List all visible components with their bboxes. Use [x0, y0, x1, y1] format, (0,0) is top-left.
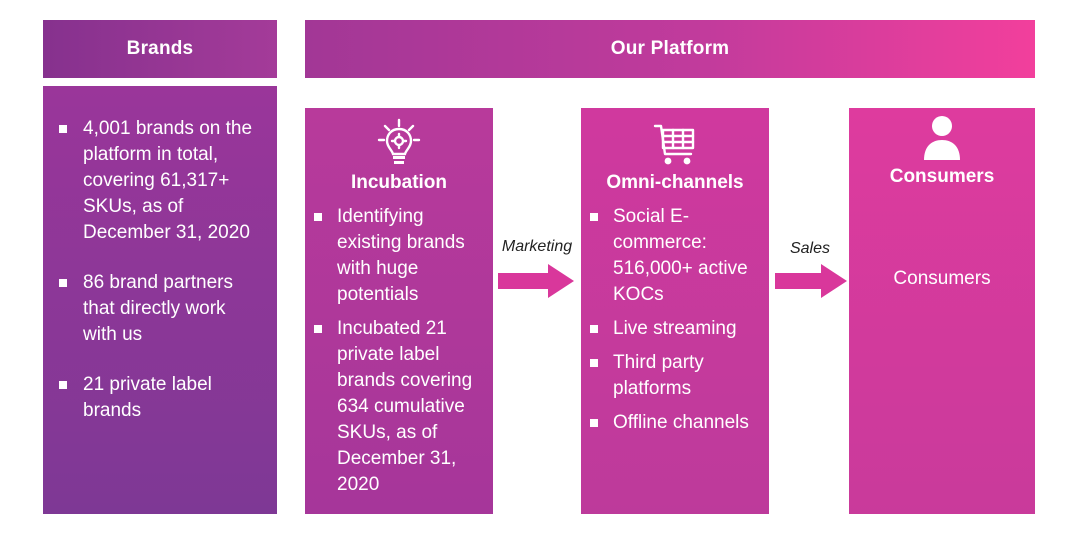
person-icon: [924, 116, 960, 160]
incubation-title: Incubation: [350, 172, 448, 193]
brands-list-item: 4,001 brands on the platform in total, c…: [57, 116, 263, 246]
consumers-panel: Consumers Consumers: [849, 108, 1035, 514]
omni-channels-panel: Omni-channels Social E-commerce: 516,000…: [581, 108, 769, 514]
omni-channels-title: Omni-channels: [606, 172, 744, 193]
consumers-title: Consumers: [889, 166, 995, 187]
incubation-panel: Incubation Identifying existing brands w…: [305, 108, 493, 514]
sales-arrow-label: Sales: [789, 240, 831, 257]
platform-header: Our Platform: [305, 20, 1035, 78]
incubation-list-item: Identifying existing brands with huge po…: [311, 204, 487, 308]
brands-list: 4,001 brands on the platform in total, c…: [57, 116, 263, 424]
platform-header-label: Our Platform: [610, 38, 730, 59]
brands-list-item: 21 private label brands: [57, 372, 263, 424]
omni-channels-list-item: Offline channels: [587, 410, 763, 436]
incubation-list: Identifying existing brands with huge po…: [311, 204, 487, 498]
brands-list-item: 86 brand partners that directly work wit…: [57, 270, 263, 348]
omni-channels-list-item: Social E-commerce: 516,000+ active KOCs: [587, 204, 763, 308]
omni-channels-list-item: Live streaming: [587, 316, 763, 342]
omni-channels-list-item: Third party platforms: [587, 350, 763, 402]
brands-header: Brands: [43, 20, 277, 78]
incubation-list-item: Incubated 21 private label brands coveri…: [311, 316, 487, 498]
brands-panel: 4,001 brands on the platform in total, c…: [43, 86, 277, 514]
shopping-cart-icon: [653, 124, 695, 165]
omni-channels-list: Social E-commerce: 516,000+ active KOCs …: [587, 204, 763, 436]
consumers-text: Consumers: [893, 268, 991, 289]
brands-header-label: Brands: [126, 38, 194, 59]
lightbulb-gear-icon: [377, 118, 421, 164]
marketing-arrow-label: Marketing: [501, 238, 573, 255]
marketing-arrow: [498, 264, 574, 298]
sales-arrow: [775, 264, 847, 298]
